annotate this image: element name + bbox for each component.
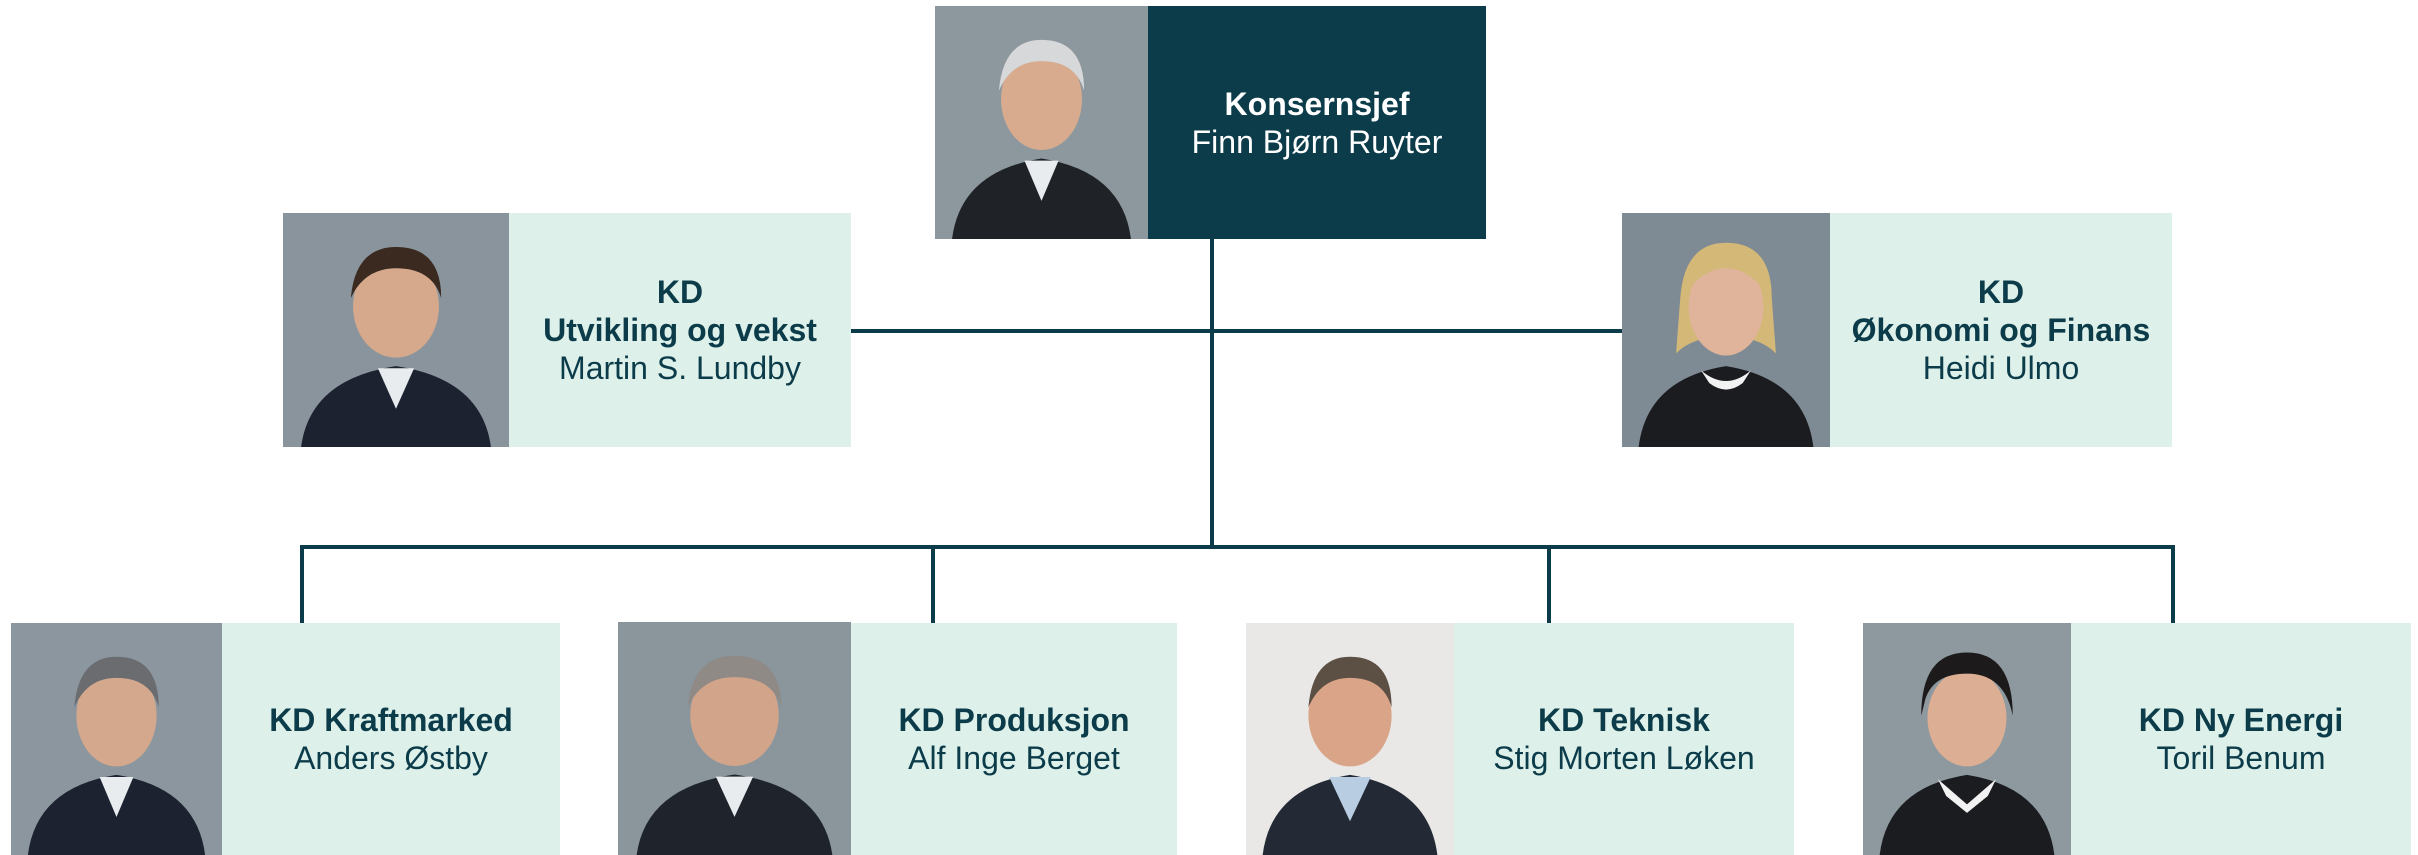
ceo-title: Konsernsjef bbox=[1224, 85, 1410, 122]
unit-title: KD Ny Energi bbox=[2138, 702, 2344, 738]
director-box-right: KD Økonomi og Finans Heidi Ulmo bbox=[1830, 213, 2172, 447]
ceo-name: Finn Bjørn Ruyter bbox=[1191, 123, 1443, 160]
unit-title: KD Kraftmarked bbox=[269, 702, 513, 738]
staff-horizontal-connector bbox=[850, 329, 1624, 333]
unit-head-name: Stig Morten Løken bbox=[1493, 740, 1755, 776]
unit-box: KD Produksjon Alf Inge Berget bbox=[851, 623, 1177, 855]
man-portrait-icon bbox=[283, 213, 509, 447]
unit-box: KD Ny Energi Toril Benum bbox=[2071, 623, 2411, 855]
director-photo-left bbox=[283, 213, 509, 447]
unit-title: KD Teknisk bbox=[1538, 702, 1710, 738]
director-box-left: KD Utvikling og vekst Martin S. Lundby bbox=[509, 213, 851, 447]
unit-drop-connector bbox=[2171, 545, 2175, 623]
woman-portrait-icon bbox=[1622, 213, 1830, 447]
unit-drop-connector bbox=[1547, 545, 1551, 623]
man-portrait-icon bbox=[11, 623, 222, 855]
director-unit-prefix: KD bbox=[656, 274, 704, 310]
director-name: Heidi Ulmo bbox=[1922, 350, 2080, 386]
unit-head-name: Alf Inge Berget bbox=[908, 740, 1120, 776]
unit-photo bbox=[1863, 623, 2071, 855]
unit-photo bbox=[618, 622, 851, 855]
director-photo-right bbox=[1622, 213, 1830, 447]
man-portrait-icon bbox=[935, 6, 1148, 239]
unit-box: KD Teknisk Stig Morten Løken bbox=[1454, 623, 1794, 855]
units-horizontal-connector bbox=[300, 545, 2175, 549]
unit-drop-connector bbox=[300, 545, 304, 623]
unit-photo bbox=[1246, 623, 1454, 855]
unit-head-name: Toril Benum bbox=[2156, 740, 2326, 776]
man-portrait-icon bbox=[618, 622, 851, 855]
director-unit-name: Utvikling og vekst bbox=[543, 312, 817, 348]
unit-box: KD Kraftmarked Anders Østby bbox=[222, 623, 560, 855]
director-unit-name: Økonomi og Finans bbox=[1851, 312, 2151, 348]
director-unit-prefix: KD bbox=[1977, 274, 2025, 310]
man-portrait-icon bbox=[1246, 623, 1454, 855]
unit-title: KD Produksjon bbox=[898, 702, 1130, 738]
unit-head-name: Anders Østby bbox=[294, 740, 488, 776]
unit-drop-connector bbox=[931, 545, 935, 623]
ceo-trunk-connector bbox=[1210, 238, 1214, 548]
ceo-photo bbox=[935, 6, 1148, 239]
ceo-box: Konsernsjef Finn Bjørn Ruyter bbox=[1148, 6, 1486, 239]
woman-portrait-icon bbox=[1863, 623, 2071, 855]
unit-photo bbox=[11, 623, 222, 855]
director-name: Martin S. Lundby bbox=[559, 350, 801, 386]
